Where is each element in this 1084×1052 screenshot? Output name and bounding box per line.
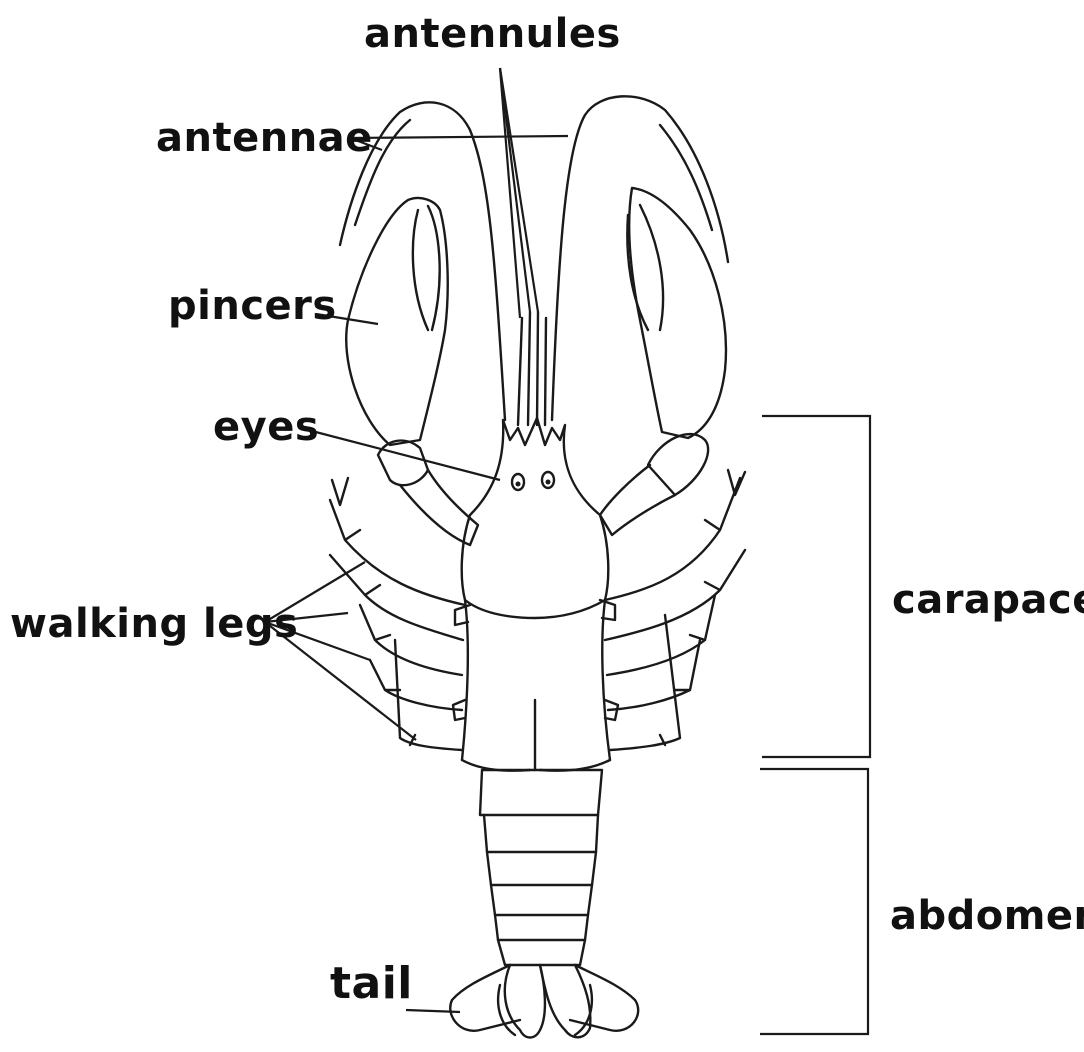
- leader-lines: [265, 68, 568, 1012]
- label-walking-legs: walking legs: [10, 604, 298, 644]
- antenna-right: [552, 96, 728, 420]
- label-eyes: eyes: [213, 407, 319, 447]
- leader-antennae-right: [350, 136, 568, 138]
- pincer-right: [600, 188, 726, 535]
- leader-tail: [406, 1010, 460, 1012]
- leader-antennules-1: [500, 68, 520, 318]
- label-pincers: pincers: [168, 286, 337, 326]
- label-antennae: antennae: [156, 118, 373, 158]
- carapace: [462, 418, 610, 771]
- label-carapace: carapace: [892, 580, 1084, 620]
- pincer-left: [346, 198, 478, 545]
- leader-eyes: [308, 430, 500, 480]
- leader-antennules-3: [500, 68, 538, 312]
- tail-fan: [450, 965, 638, 1038]
- abdomen-bracket: [760, 769, 868, 1034]
- abdomen-segments: [480, 770, 602, 965]
- antennules: [518, 312, 546, 425]
- walking-legs-right: [600, 470, 745, 750]
- walking-legs-left: [330, 478, 470, 750]
- leader-antennules-2: [500, 68, 530, 312]
- label-antennules: antennules: [364, 14, 621, 54]
- carapace-bracket: [762, 416, 870, 757]
- eyes: [512, 472, 554, 490]
- label-tail: tail: [330, 962, 413, 1006]
- label-abdomen: abdomen: [890, 896, 1084, 936]
